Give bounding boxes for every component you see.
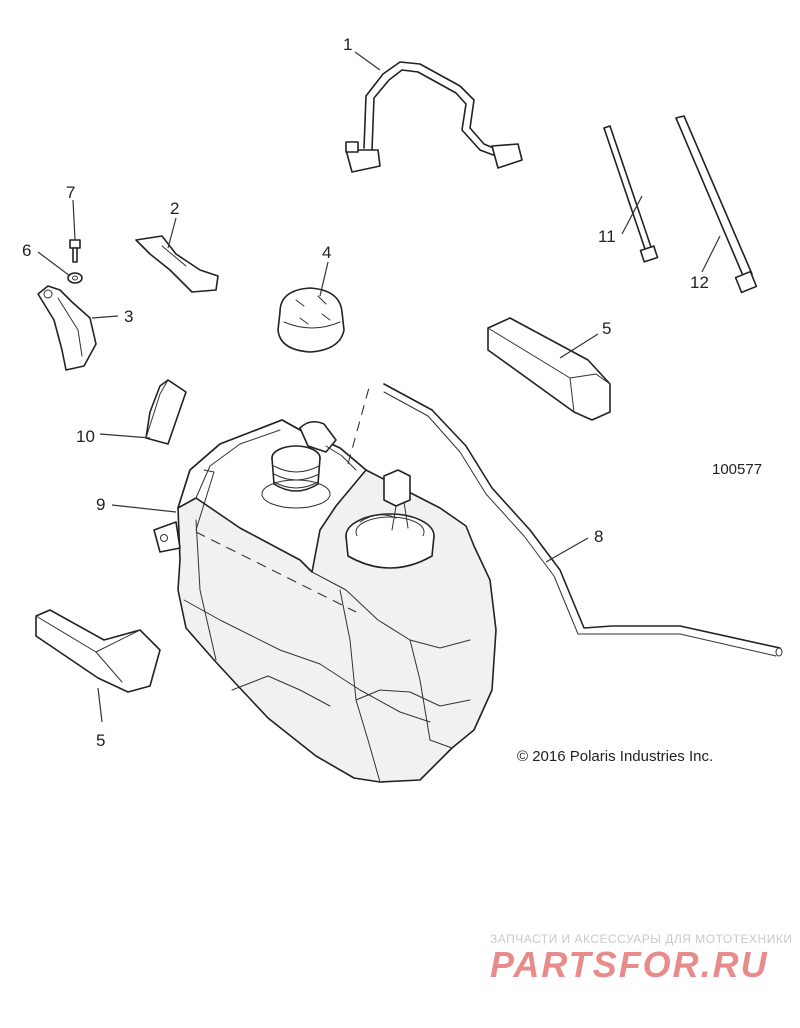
leader-lines: [37, 51, 721, 723]
callout-5-upper: 5: [602, 319, 611, 338]
part-1-vent-hose: [345, 61, 523, 173]
callout-3: 3: [124, 307, 133, 326]
copyright-notice: © 2016 Polaris Industries Inc.: [517, 748, 714, 765]
callout-2: 2: [170, 199, 179, 218]
callout-10: 10: [76, 427, 95, 446]
part-4-fuel-cap: [277, 287, 345, 353]
watermark-caption: ЗАПЧАСТИ И АКСЕССУАРЫ ДЛЯ МОТОТЕХНИКИ: [490, 932, 793, 946]
callout-12: 12: [690, 273, 709, 292]
part-11-strap: [603, 125, 659, 263]
part-8-line: [383, 383, 783, 657]
callout-1: 1: [343, 35, 352, 54]
watermark-logo-text: PARTSFOR.RU: [490, 945, 769, 985]
callouts: 1 2 3 4 5 5 6 7 8 9 10 11 12: [22, 35, 709, 750]
part-5-foam-pad-upper: [487, 317, 611, 421]
part-7-bolt: [69, 239, 81, 263]
drawing-number: 100577: [712, 461, 763, 478]
callout-7: 7: [66, 183, 75, 202]
watermark-logo: PARTSFOR.RU: [490, 945, 769, 985]
callout-9: 9: [96, 495, 105, 514]
callout-6: 6: [22, 241, 31, 260]
callout-4: 4: [322, 243, 331, 262]
callout-8: 8: [594, 527, 603, 546]
part-9-fuel-tank: [153, 383, 497, 783]
part-2-bracket: [135, 235, 219, 293]
part-3-mount-bracket: [37, 285, 97, 371]
part-6-washer: [67, 272, 83, 284]
part-10-pad: [145, 379, 187, 445]
callout-5-lower: 5: [96, 731, 105, 750]
part-5-foam-pad-lower: [35, 609, 161, 693]
callout-11: 11: [598, 227, 616, 246]
part-12-strap: [675, 115, 758, 294]
